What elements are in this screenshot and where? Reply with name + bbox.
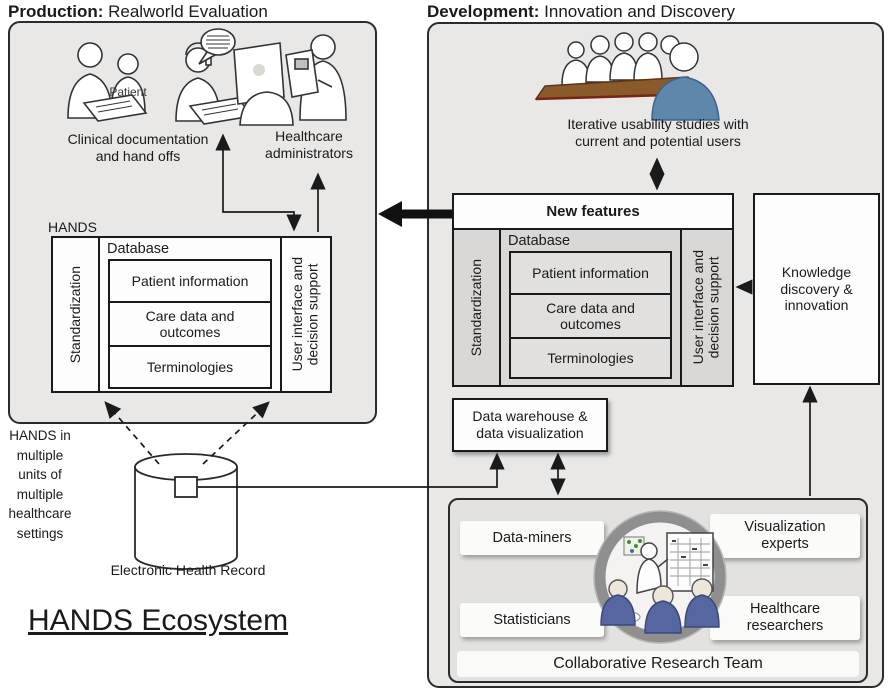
development-hands-body: Standardization Database Patient informa… — [454, 230, 732, 385]
ecosystem-title: HANDS Ecosystem — [28, 604, 289, 637]
db-item-terminologies: Terminologies — [108, 345, 272, 389]
database-area: Database Patient information Care data a… — [100, 238, 280, 391]
db-item-care-data: Care data and outcomes — [509, 293, 672, 339]
db-item-terminologies: Terminologies — [509, 337, 672, 379]
production-title: Production: Realworld Evaluation — [8, 2, 268, 22]
production-title-label: Production: — [8, 2, 104, 21]
standardization-label: Standardization — [66, 265, 83, 364]
ui-decision-label: User interface and decision support — [289, 257, 321, 372]
usability-studies-label: Iterative usability studies with current… — [567, 116, 749, 149]
database-area: Database Patient information Care data a… — [501, 230, 680, 385]
knowledge-discovery-box: Knowledge discovery & innovation — [753, 193, 880, 385]
standardization-column: Standardization — [454, 230, 501, 385]
standardization-column: Standardization — [53, 238, 100, 391]
database-label: Database — [508, 233, 571, 249]
new-features-header: New features — [454, 195, 732, 230]
database-stack: Patient information Care data and outcom… — [108, 259, 272, 389]
data-warehouse-box: Data warehouse & data visualization — [452, 398, 608, 452]
ehr-label: Electronic Health Record — [110, 562, 266, 578]
db-item-patient-information: Patient information — [509, 251, 672, 295]
member-statisticians: Statisticians — [460, 603, 604, 637]
production-hands-box: Standardization Database Patient informa… — [51, 236, 332, 393]
collaborative-team-label: Collaborative Research Team — [457, 651, 859, 677]
development-title-rest: Innovation and Discovery — [539, 2, 736, 21]
ui-decision-column: User interface and decision support — [680, 230, 732, 385]
ehr-cylinder-icon — [134, 453, 238, 570]
patient-label: Patient — [109, 85, 147, 99]
standardization-label: Standardization — [467, 258, 484, 357]
member-healthcare-researchers: Healthcare researchers — [710, 596, 860, 640]
development-title-label: Development: — [427, 2, 540, 21]
member-data-miners: Data-miners — [460, 521, 604, 555]
db-item-care-data: Care data and outcomes — [108, 301, 272, 347]
clinical-documentation-label: Clinical documentation and hand offs — [67, 131, 209, 164]
db-item-patient-information: Patient information — [108, 259, 272, 303]
member-visualization-experts: Visualization experts — [710, 514, 860, 558]
ui-decision-label: User interface and decision support — [690, 250, 722, 365]
production-title-rest: Realworld Evaluation — [103, 2, 268, 21]
multi-units-label: HANDS in multiple units of multiple heal… — [8, 428, 72, 541]
ui-decision-column: User interface and decision support — [280, 238, 330, 391]
hands-label: HANDS — [48, 219, 98, 235]
database-stack: Patient information Care data and outcom… — [509, 251, 672, 379]
database-label: Database — [107, 241, 170, 257]
development-hands-box: New features Standardization Database Pa… — [452, 193, 734, 387]
healthcare-administrators-label: Healthcare administrators — [265, 128, 353, 161]
development-title: Development: Innovation and Discovery — [427, 2, 735, 22]
